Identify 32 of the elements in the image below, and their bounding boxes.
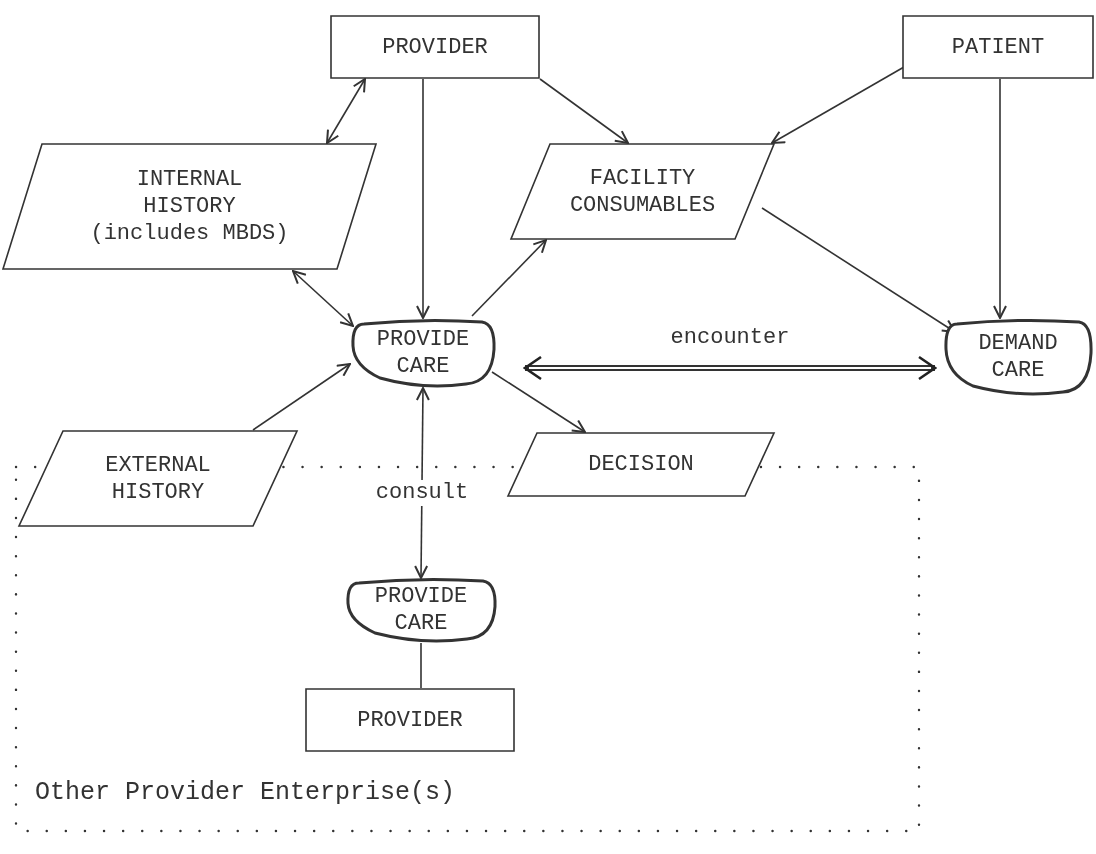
node-label: PROVIDE CARE	[373, 583, 469, 637]
node-label: DECISION	[587, 451, 695, 478]
arrow	[416, 78, 430, 319]
node-label: Other Provider Enterprise(s)	[35, 779, 456, 806]
connector-line	[420, 642, 422, 689]
node-label: PROVIDER	[381, 33, 489, 61]
arrow	[326, 78, 366, 144]
process-blob	[350, 318, 496, 388]
arrow	[771, 66, 905, 144]
arrow	[292, 270, 354, 327]
arrow	[539, 78, 629, 144]
data-parallelogram	[510, 143, 775, 240]
data-parallelogram	[18, 430, 298, 527]
node-label: EXTERNAL HISTORY	[104, 451, 212, 506]
arrow	[993, 78, 1007, 319]
double-arrow	[523, 355, 937, 381]
node-label: PATIENT	[950, 33, 1046, 61]
node-label: PROVIDER	[356, 706, 464, 734]
arrow	[252, 363, 351, 431]
node-label: FACILITY CONSUMABLES	[568, 164, 717, 219]
process-box	[902, 15, 1094, 79]
process-blob	[943, 318, 1093, 396]
process-box	[330, 15, 540, 79]
node-label: INTERNAL HISTORY (includes MBDS)	[89, 166, 290, 247]
arrow	[471, 239, 547, 317]
node-label: DEMAND CARE	[977, 330, 1059, 384]
data-parallelogram	[507, 432, 775, 497]
process-blob	[345, 577, 497, 643]
arrow	[491, 371, 586, 433]
node-label: PROVIDE CARE	[375, 326, 471, 380]
process-box	[305, 688, 515, 752]
data-parallelogram	[2, 143, 377, 270]
